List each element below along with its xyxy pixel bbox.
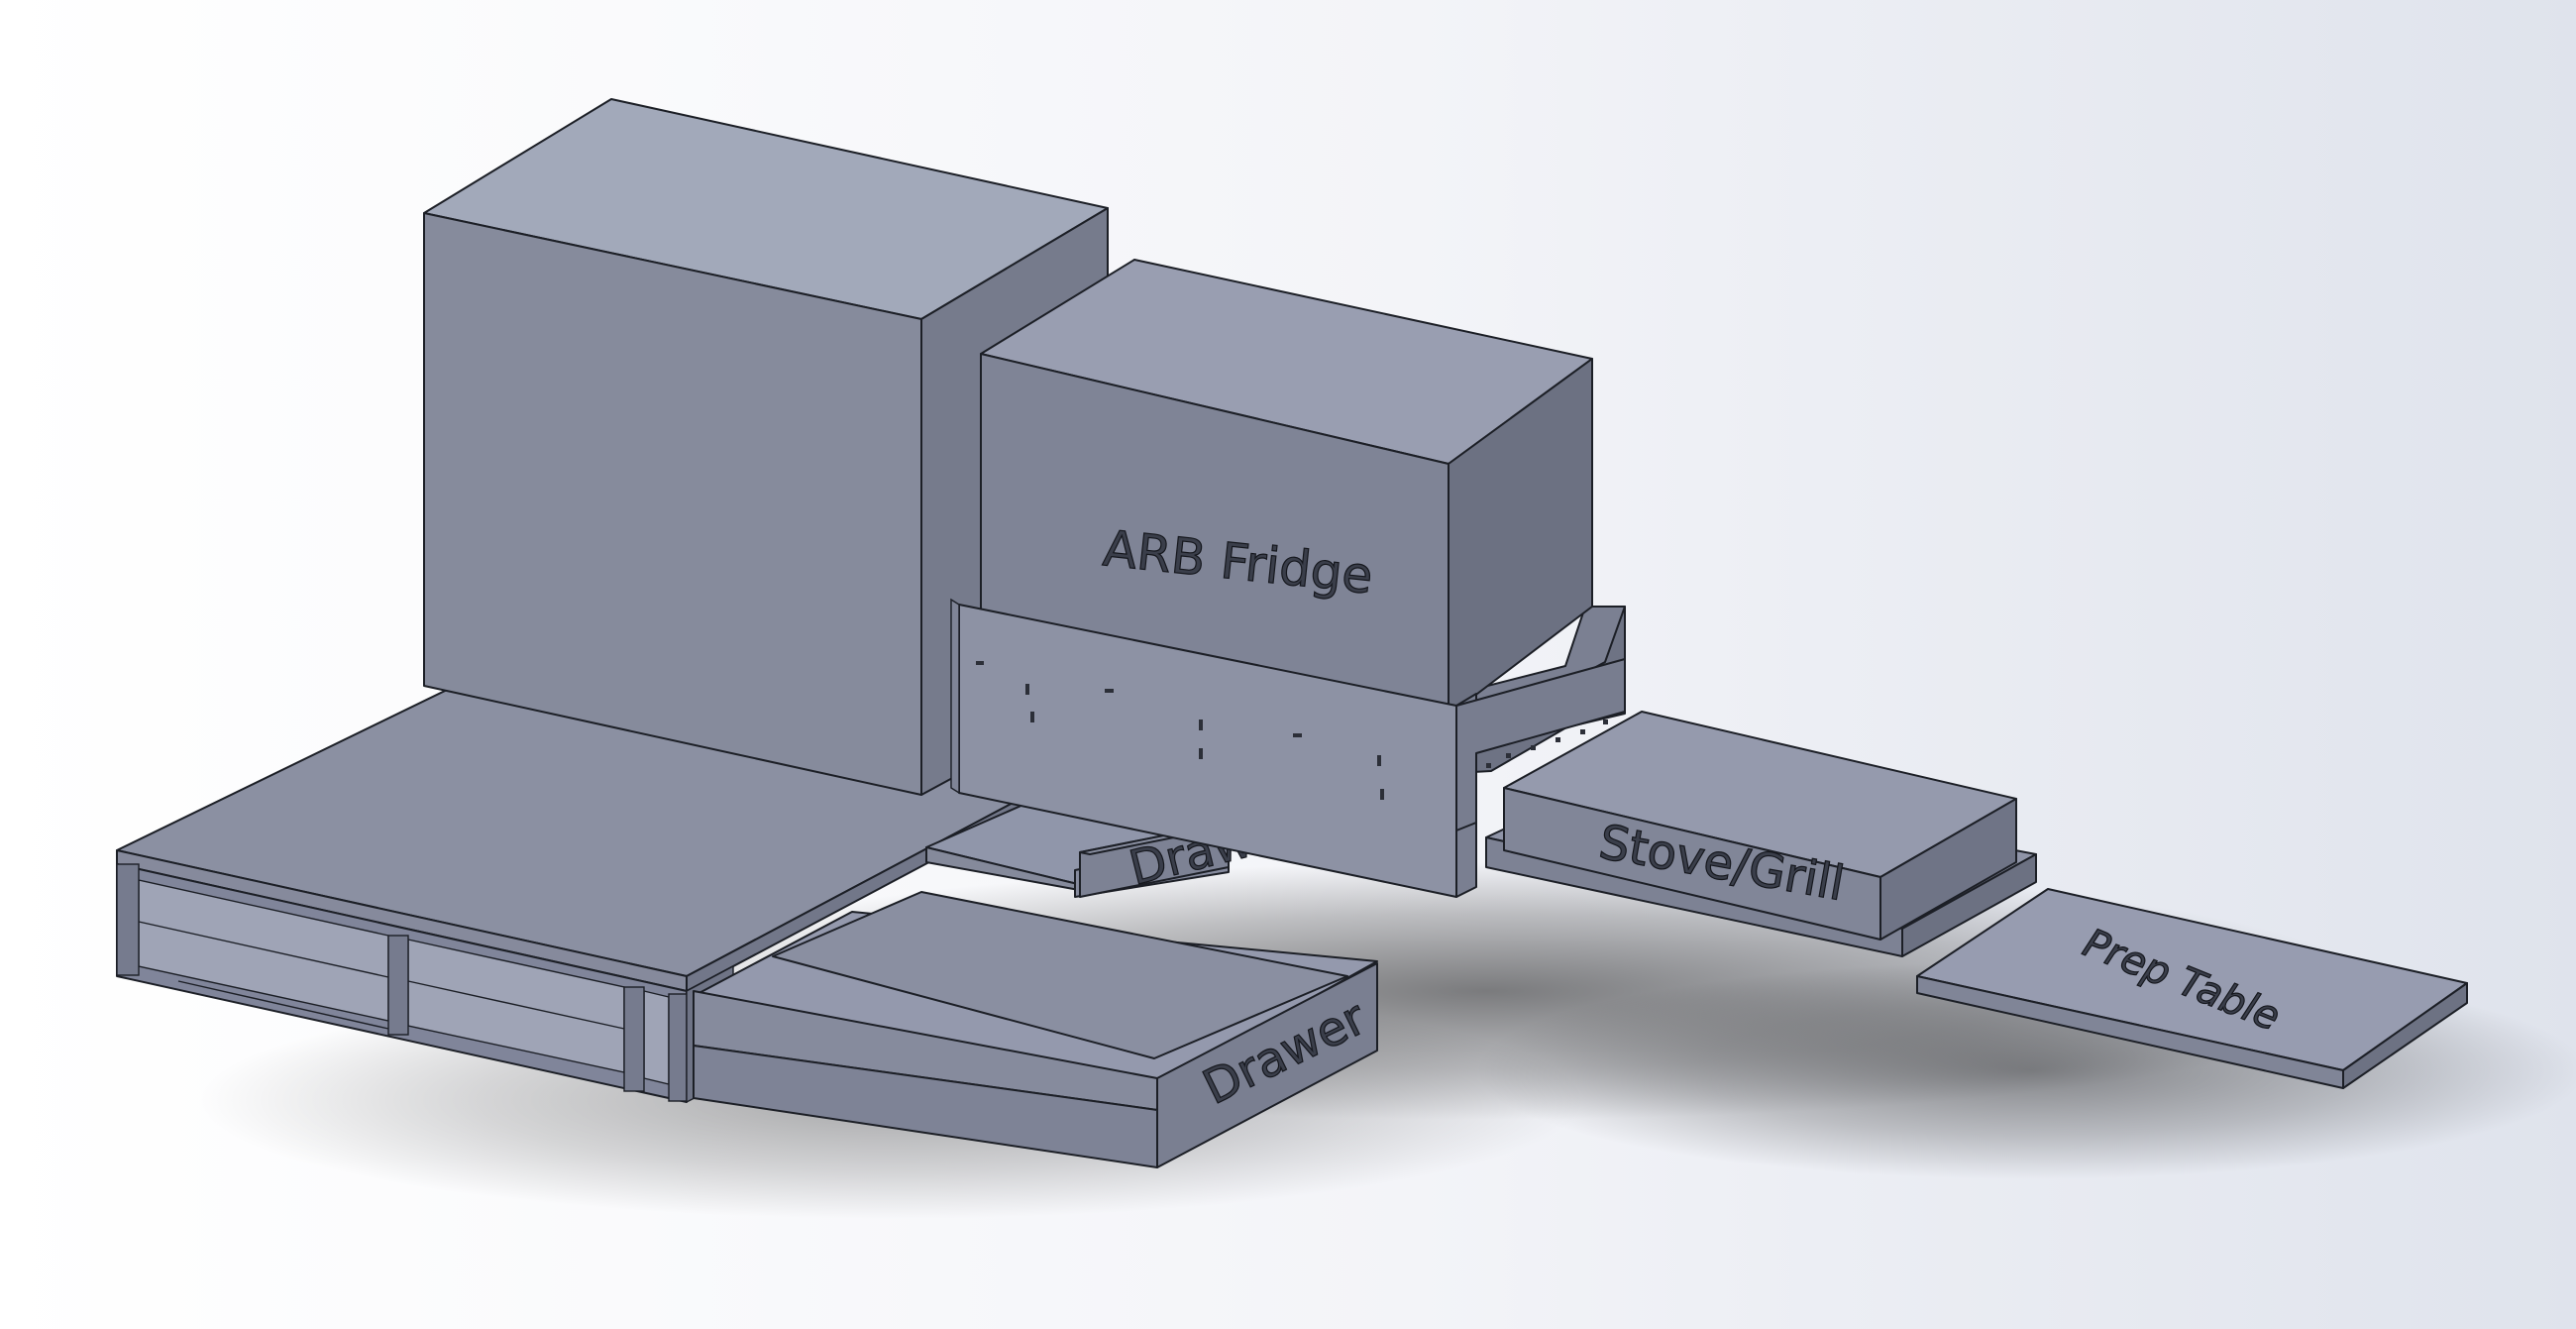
fridge-slide-plate <box>950 598 1626 898</box>
drawer-front: Drawer <box>693 891 1378 1168</box>
stove-grill: Stove/Grill <box>1485 711 2037 957</box>
arb-fridge: ARB Fridge <box>980 259 1593 717</box>
plate-mounting-slots <box>976 661 1608 800</box>
prep-table: Prep Table <box>1916 888 2468 1089</box>
